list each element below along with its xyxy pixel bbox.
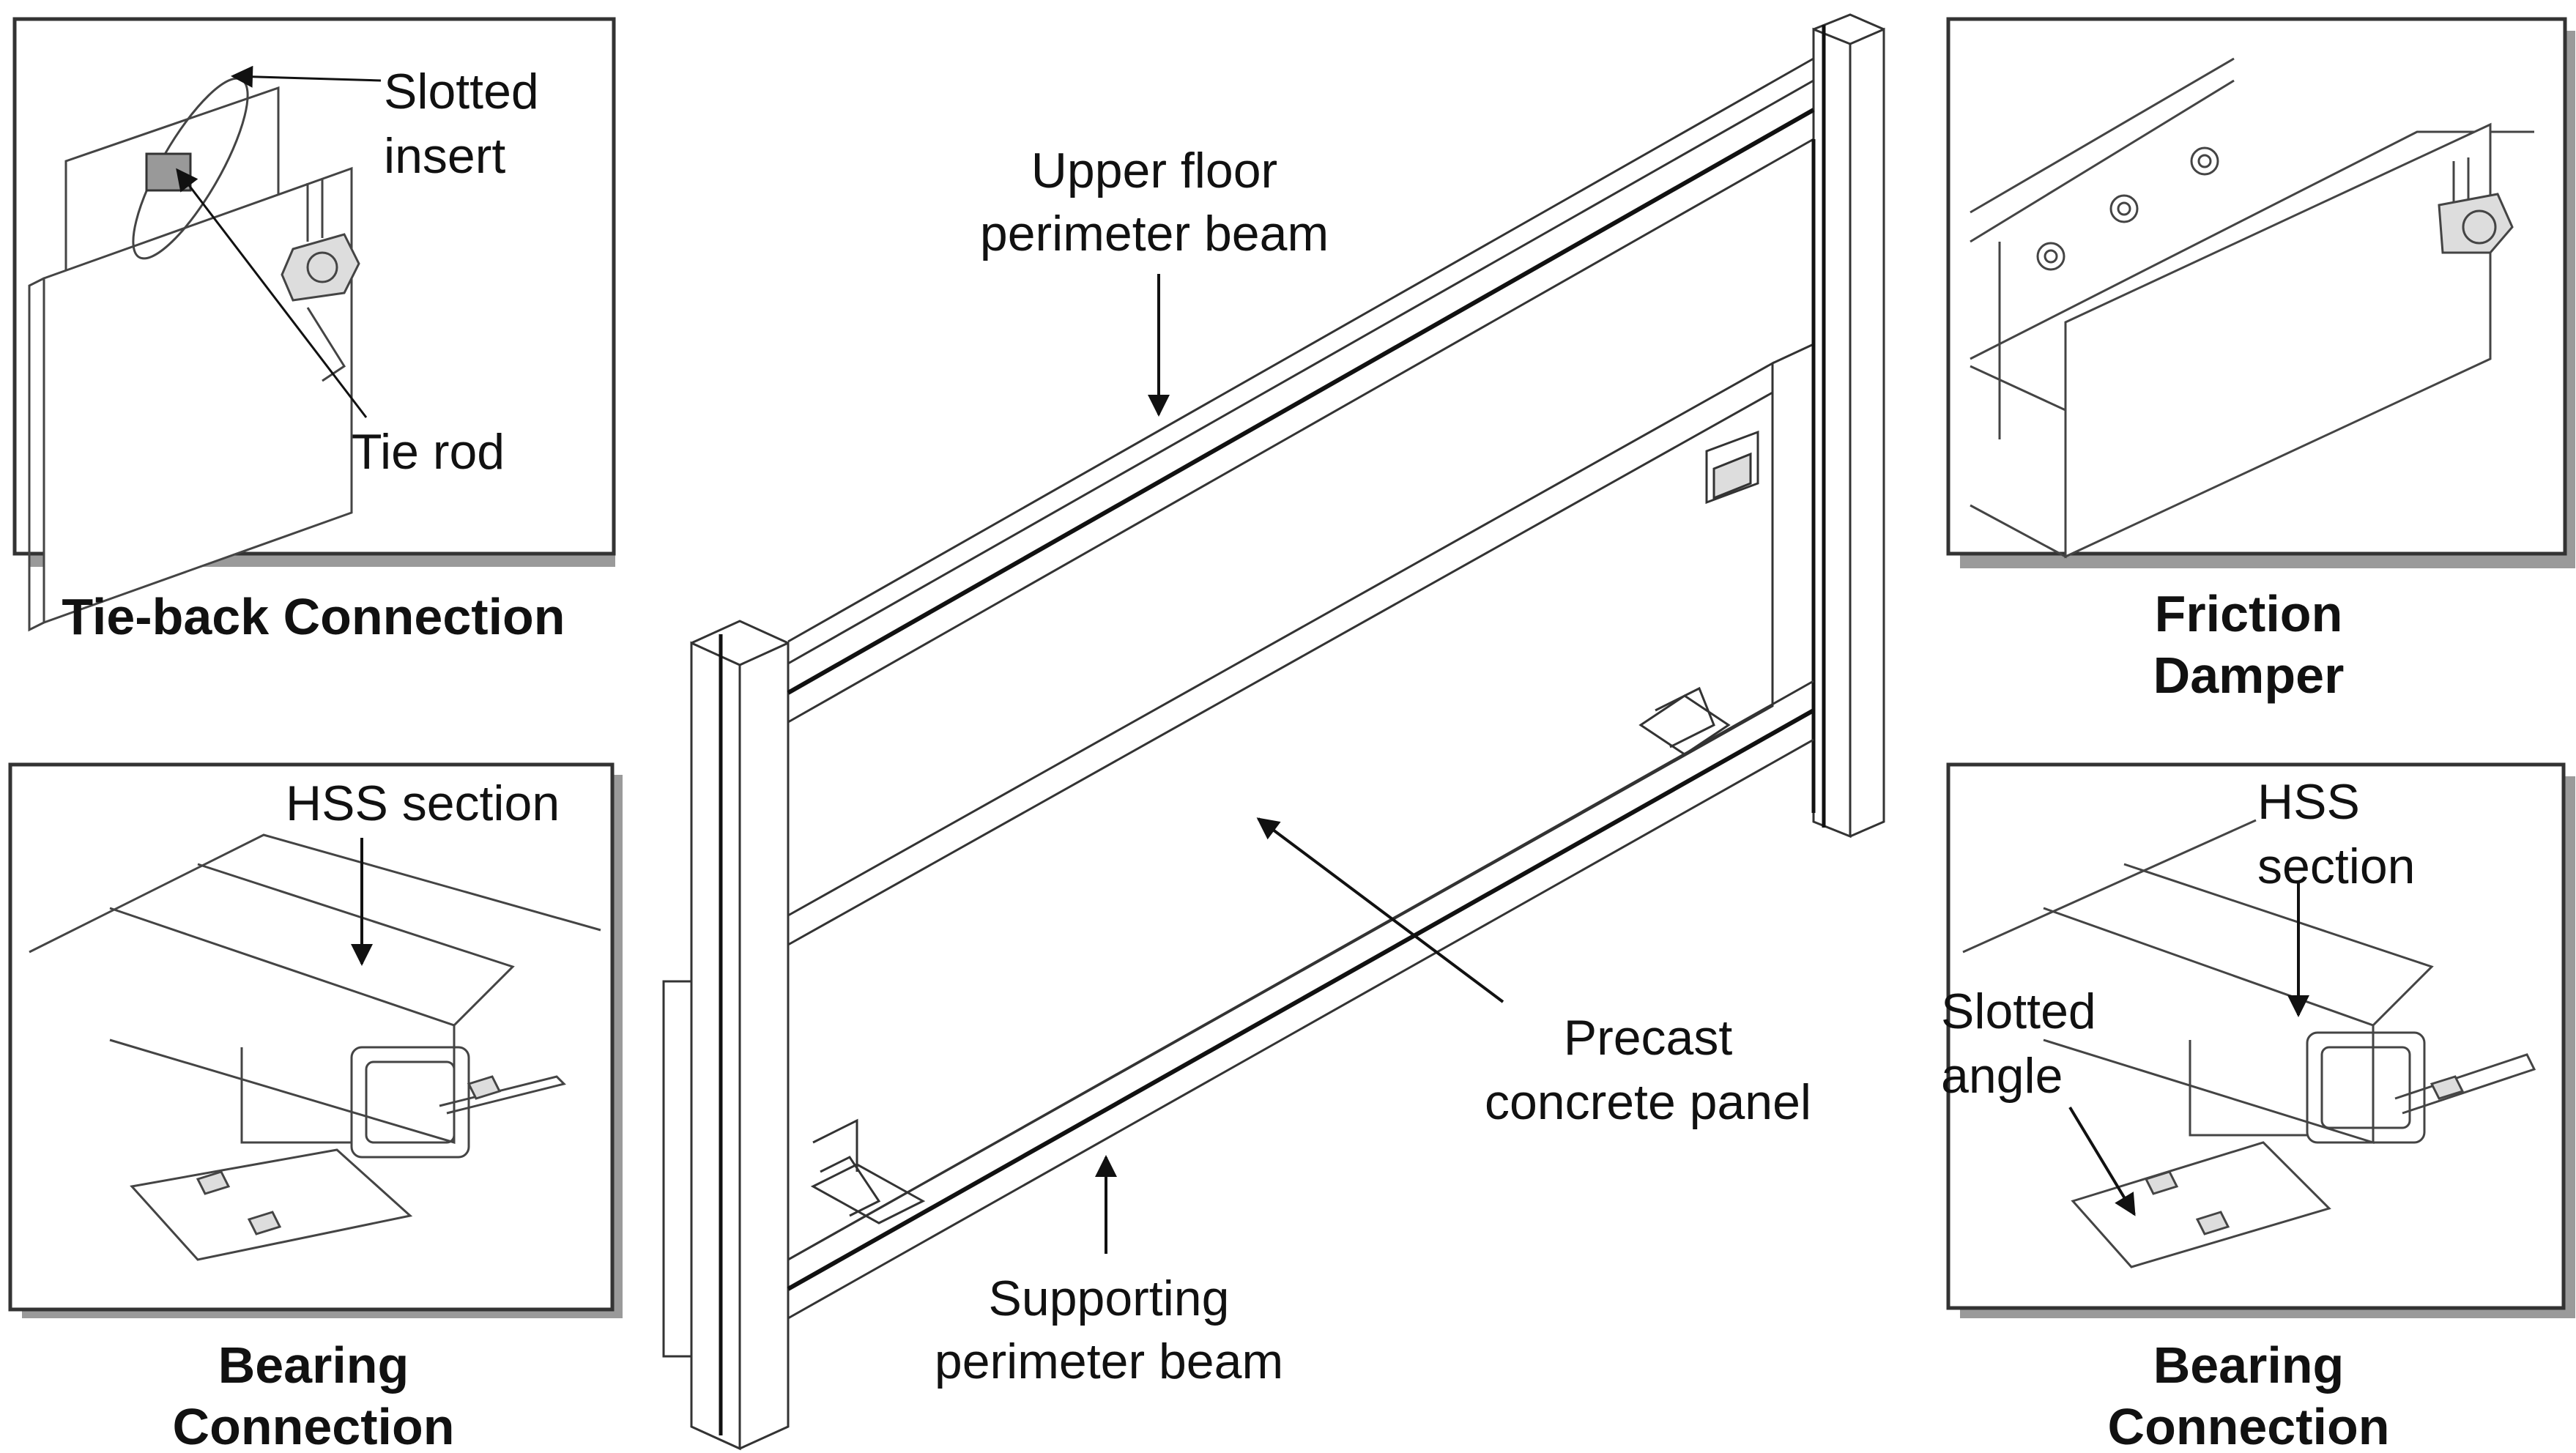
hss-section-label-line2: section xyxy=(2257,839,2415,894)
slotted-angle-label-line1: Slotted xyxy=(1941,984,2096,1039)
tie-rod-label: Tie rod xyxy=(352,424,505,480)
slotted-insert-label-line2: insert xyxy=(384,128,505,184)
bearing-right-caption-line2: Connection xyxy=(2108,1398,2390,1453)
bearing-right-drawing xyxy=(1962,819,2536,1268)
hss-section-label: HSS section xyxy=(286,776,560,831)
friction-damper-inset xyxy=(1946,17,2575,568)
hss-section-label-line1: HSS xyxy=(2257,774,2360,830)
bearing-left-caption-line1: Bearing xyxy=(218,1337,409,1394)
upper-beam-label-line2: perimeter beam xyxy=(980,206,1329,261)
bearing-left-caption-line2: Connection xyxy=(173,1398,455,1453)
slotted-insert-label-line1: Slotted xyxy=(384,64,539,119)
panel-label-line1: Precast xyxy=(1564,1010,1733,1066)
support-beam-label-line2: perimeter beam xyxy=(935,1334,1283,1389)
bearing-left-drawing xyxy=(29,833,601,1261)
bearing-left-inset: HSS section xyxy=(8,762,623,1318)
bearing-right-inset: HSS section Slotted angle xyxy=(1941,762,2575,1318)
tie-back-inset: Slotted insert Tie rod xyxy=(12,17,616,632)
panel-label-line2: concrete panel xyxy=(1485,1074,1811,1130)
tie-back-caption: Tie-back Connection xyxy=(62,588,565,645)
friction-caption-line2: Damper xyxy=(2153,647,2345,704)
bearing-right-caption-line1: Bearing xyxy=(2153,1337,2345,1394)
tie-back-drawing xyxy=(28,77,360,632)
slotted-angle-label-line2: angle xyxy=(1941,1048,2063,1104)
friction-caption-line1: Friction xyxy=(2155,585,2343,642)
upper-beam-label-line1: Upper floor xyxy=(1031,143,1277,198)
support-beam-label-line1: Supporting xyxy=(989,1271,1230,1326)
frame-assembly xyxy=(662,13,1885,1451)
friction-drawing xyxy=(1970,57,2534,559)
